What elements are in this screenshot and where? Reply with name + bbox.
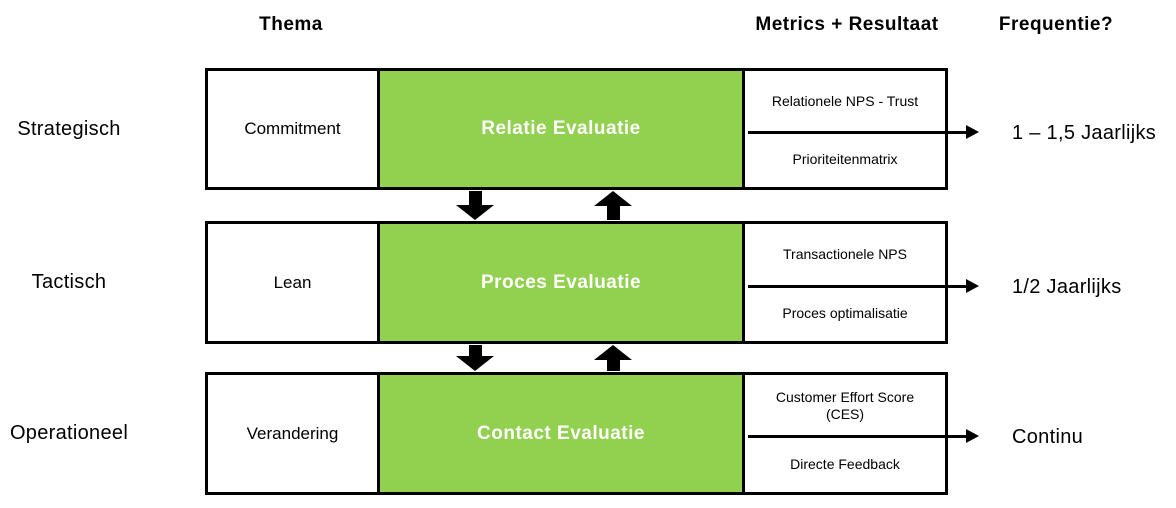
frequentie-column-header: Frequentie? xyxy=(998,14,1114,35)
level-label-operationeel: Operationeel xyxy=(9,422,129,444)
row-tactisch: Lean Proces Evaluatie Transactionele NPS… xyxy=(205,221,948,344)
metrics-cell: Relationele NPS - Trust Prioriteitenmatr… xyxy=(745,71,945,187)
thema-cell: Lean xyxy=(208,224,380,341)
thema-cell: Verandering xyxy=(208,375,380,492)
down-arrow-icon xyxy=(456,191,494,220)
flow-arrow-line xyxy=(748,435,966,438)
metrics-cell: Transactionele NPS Proces optimalisatie xyxy=(745,224,945,341)
metrics-cell: Customer Effort Score (CES) Directe Feed… xyxy=(745,375,945,492)
metric-primary: Customer Effort Score (CES) xyxy=(775,388,915,422)
row-strategisch: Commitment Relatie Evaluatie Relationele… xyxy=(205,68,948,190)
arrow-head xyxy=(456,356,494,371)
flow-arrow-line xyxy=(748,131,966,134)
arrow-head xyxy=(594,345,632,360)
evaluation-cell: Contact Evaluatie xyxy=(380,375,745,492)
level-label-tactisch: Tactisch xyxy=(31,271,107,293)
row-operationeel: Verandering Contact Evaluatie Customer E… xyxy=(205,372,948,495)
frequency-label: 1/2 Jaarlijks xyxy=(1012,276,1122,298)
frequency-label: 1 – 1,5 Jaarlijks xyxy=(1012,122,1157,144)
metric-primary: Transactionele NPS xyxy=(783,246,907,263)
flow-arrowhead-icon xyxy=(966,125,979,139)
arrow-stem xyxy=(468,345,482,356)
arrow-stem xyxy=(606,360,620,371)
evaluation-cell: Relatie Evaluatie xyxy=(380,71,745,187)
up-arrow-icon xyxy=(594,191,632,220)
arrow-head xyxy=(456,205,494,220)
flow-arrowhead-icon xyxy=(966,429,979,443)
up-arrow-icon xyxy=(594,345,632,371)
thema-cell: Commitment xyxy=(208,71,380,187)
metric-secondary: Directe Feedback xyxy=(790,455,900,472)
metric-secondary: Prioriteitenmatrix xyxy=(792,150,898,167)
thema-column-header: Thema xyxy=(259,14,323,35)
flow-arrowhead-icon xyxy=(966,279,979,293)
arrow-head xyxy=(594,191,632,206)
metric-primary: Relationele NPS - Trust xyxy=(771,92,919,109)
arrow-stem xyxy=(606,206,620,220)
flow-arrow-line xyxy=(748,285,966,288)
evaluation-cell: Proces Evaluatie xyxy=(380,224,745,341)
arrow-stem xyxy=(468,191,482,205)
metric-secondary: Proces optimalisatie xyxy=(782,304,908,321)
frequency-label: Continu xyxy=(1012,426,1084,448)
level-label-strategisch: Strategisch xyxy=(17,117,121,140)
down-arrow-icon xyxy=(456,345,494,371)
metrics-column-header: Metrics + Resultaat xyxy=(755,14,939,35)
